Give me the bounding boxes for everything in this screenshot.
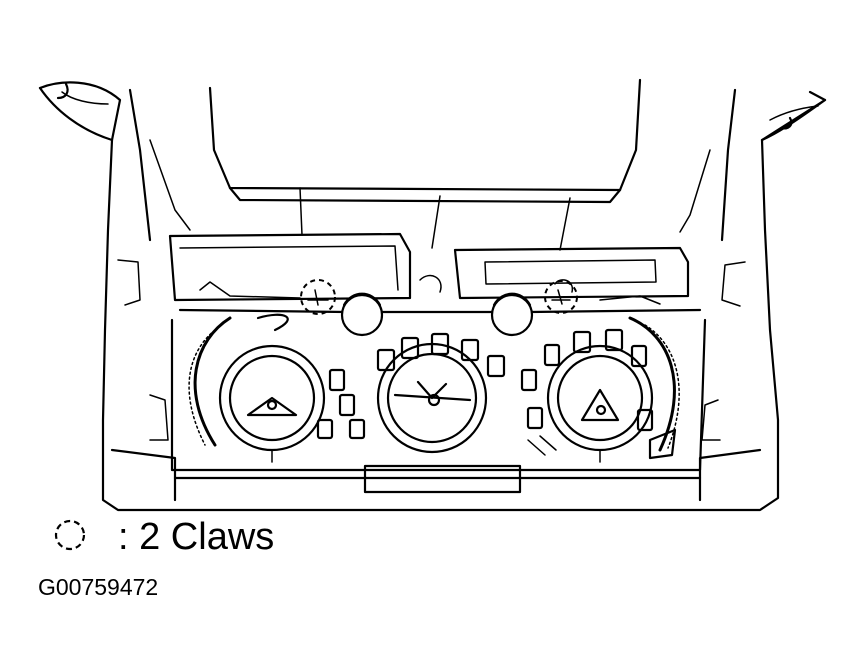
legend-dashed-circle-icon [54,519,86,551]
center-knob [376,342,488,454]
legend-label: : 2 Claws [118,516,275,558]
right-arc-scale [628,316,680,460]
upper-trim-plates [168,232,690,302]
wire-harness [199,274,661,305]
left-arc-scale [188,313,289,447]
legend: : 2 Claws [118,514,274,560]
control-panel-body [170,292,707,472]
claw-left-marker [300,279,336,315]
dashboard-housing [38,78,827,512]
right-knob [546,344,654,463]
claw-right-marker [544,280,578,314]
indicator-segments [316,328,654,456]
claw-markers [300,279,578,315]
figure-id: G00759472 [38,574,159,600]
left-knob [218,344,326,463]
